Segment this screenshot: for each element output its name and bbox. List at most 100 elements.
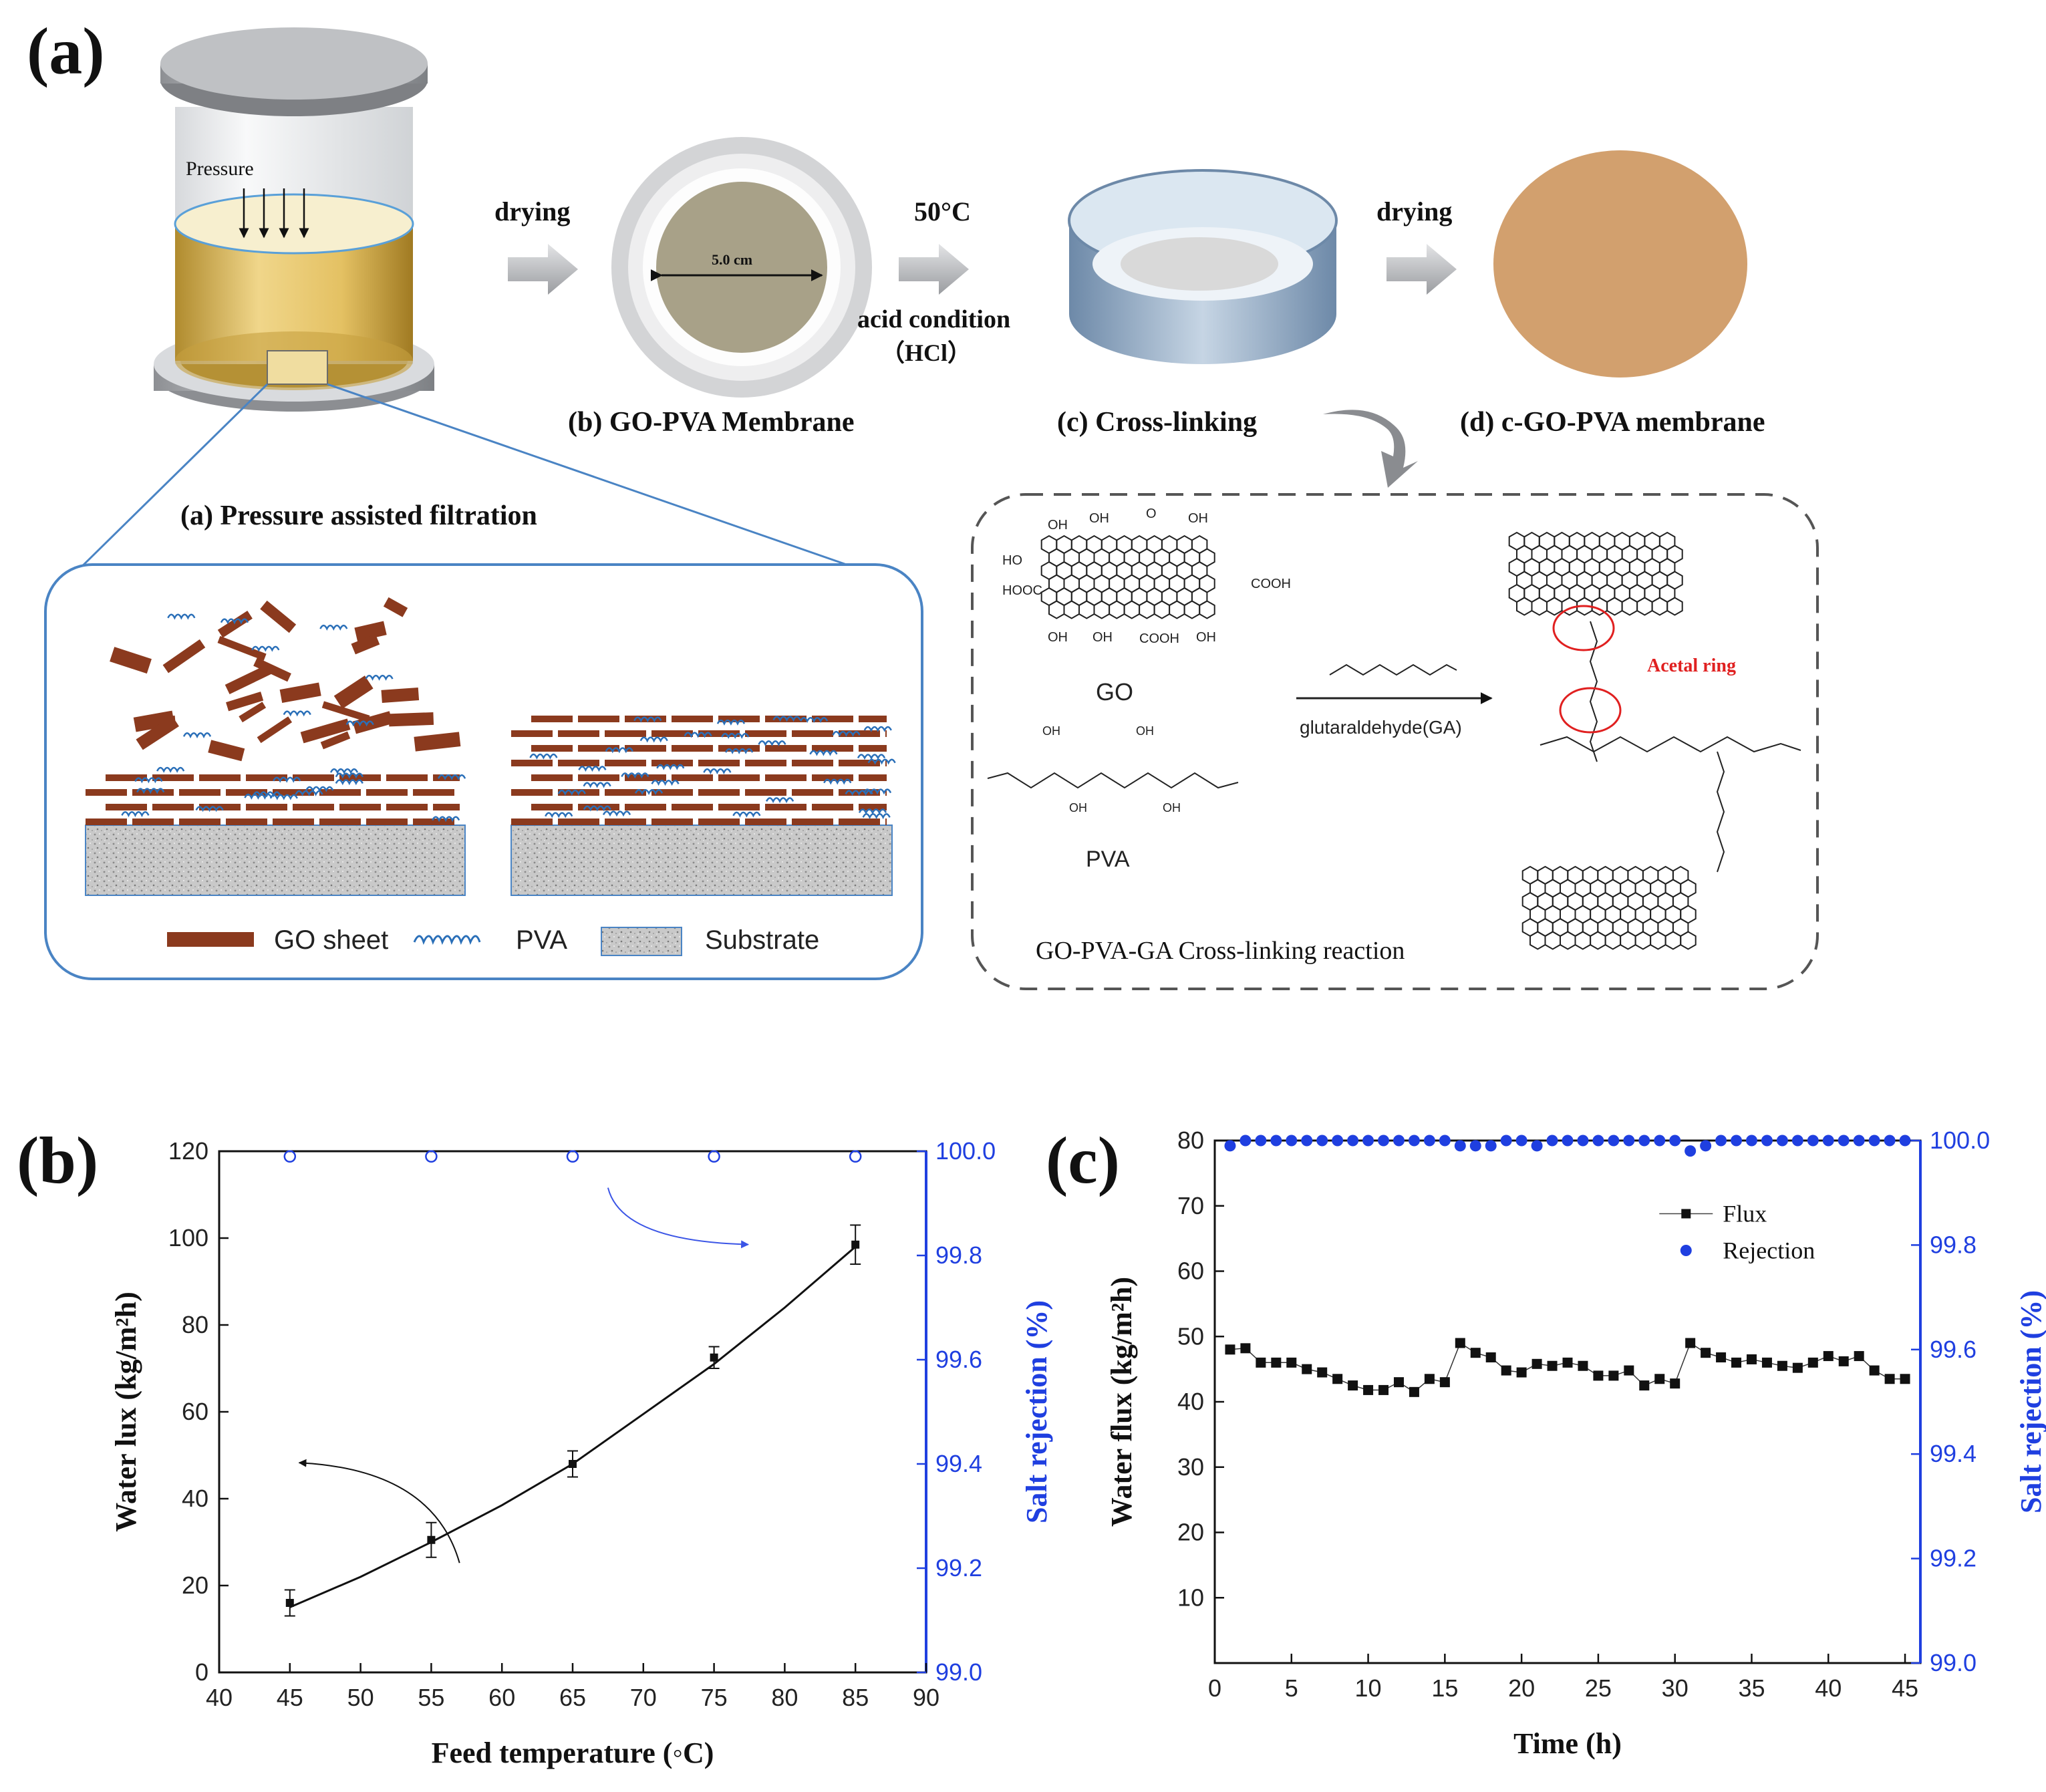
data-point-dot [1332,1135,1344,1147]
data-point-square [1317,1367,1328,1378]
x-tick-label: 25 [1585,1674,1612,1702]
data-point-square [1777,1360,1787,1371]
process-arrow-2 [899,244,969,295]
go-pva-membrane: 5.0 cm [611,137,872,398]
y-tick-label: 40 [1177,1388,1204,1415]
ga-linker-bottom [1716,751,1725,873]
svg-text:OH: OH [1163,801,1181,814]
label-drying-2: drying [1376,196,1452,227]
x-tick-label: 90 [913,1684,939,1711]
y-tick-label: 10 [1177,1584,1204,1611]
data-point-dot [1669,1135,1681,1147]
zoom-line-left [72,383,269,576]
legend-substrate-swatch [601,927,682,956]
data-point-square [1900,1374,1910,1384]
y-tick-label: 60 [1177,1257,1204,1285]
data-point-square [427,1535,436,1544]
ga-structure [1329,663,1457,676]
data-point-dot [1301,1135,1313,1147]
process-arrow-1 [508,244,578,295]
svg-text:OH: OH [1188,511,1208,526]
svg-text:HOOC: HOOC [1002,583,1042,598]
pressure-label: Pressure [186,158,254,180]
y2-axis-label: Salt rejection (%) [2015,1290,2046,1513]
label-acid-condition: acid condition [857,305,1010,333]
data-point-dot [1700,1140,1712,1152]
data-point-circle [849,1150,862,1163]
x-tick-label: 75 [701,1684,728,1711]
data-point-square [1302,1364,1312,1374]
data-point-square [285,1599,294,1607]
pressure-arrows [239,188,309,239]
y-tick-label: 120 [168,1137,208,1165]
data-point-square [1240,1343,1251,1354]
panel-c-letter: (c) [1046,1123,1120,1197]
data-point-dot [1745,1135,1757,1147]
x-tick-label: 5 [1285,1674,1298,1702]
data-point-dot [1731,1135,1743,1147]
x-tick-label: 80 [771,1684,798,1711]
y-axis-label: Water flux (kg/m²h) [1105,1277,1138,1527]
y2-tick-label: 99.8 [935,1241,982,1269]
data-point-square [1869,1365,1880,1376]
legend-label-flux: Flux [1723,1200,1767,1227]
y-tick-label: 0 [195,1658,208,1686]
data-point-dot [1608,1135,1620,1147]
data-point-square [1685,1338,1696,1348]
y-tick-label: 50 [1177,1322,1204,1350]
data-point-square [1501,1365,1511,1376]
reaction-title: GO-PVA-GA Cross-linking reaction [1036,937,1405,965]
data-point-circle [708,1150,720,1163]
go-group-labels: OH OH O OH HOOC COOH OH OH COOH OH HO [1002,506,1291,646]
data-point-square [1470,1348,1481,1358]
data-point-square [1256,1357,1266,1368]
data-point-dot [1853,1135,1865,1147]
x-axis-label: Feed temperature (◦C) [432,1737,714,1769]
pva-chain-product [1540,736,1801,753]
data-point-square [1271,1357,1282,1368]
data-point-square [1348,1380,1358,1391]
data-point-dot [1239,1135,1252,1147]
data-point-square [1378,1384,1389,1395]
y2-axis-label: Salt rejection (%) [1020,1300,1053,1523]
y-tick-label: 70 [1177,1192,1204,1219]
pva-oh-labels: OH OH OH OH [1042,724,1181,814]
data-point-dot [1286,1135,1298,1147]
caption-c-go-pva-membrane: (d) c-GO-PVA membrane [1460,407,1765,438]
zoom-line-right [327,383,876,576]
data-point-dot [1393,1135,1405,1147]
pva-structure [987,772,1239,789]
data-point-dot [1408,1135,1420,1147]
svg-text:OH: OH [1136,724,1154,738]
x-tick-label: 10 [1355,1674,1382,1702]
data-point-dot [1515,1135,1527,1147]
data-point-square [710,1353,718,1362]
plot-frame [218,1150,927,1674]
data-point-square [1409,1386,1419,1397]
data-point-square [1654,1374,1665,1384]
data-point-dot [1531,1140,1543,1152]
data-point-square [1761,1357,1772,1368]
data-point-square [1439,1377,1450,1388]
label-drying-1: drying [494,196,570,227]
data-point-dot [1592,1135,1604,1147]
y-tick-label: 40 [182,1485,208,1512]
y2-tick-label: 99.6 [1930,1336,1977,1363]
y-tick-label: 80 [182,1311,208,1338]
acetal-ring-label: Acetal ring [1647,655,1736,676]
data-point-dot [1454,1140,1466,1152]
svg-text:COOH: COOH [1139,631,1179,646]
reaction-box [971,493,1819,990]
inset-legend: GO sheet PVA Substrate [167,925,819,956]
data-point-circle [425,1150,438,1163]
reaction-reagent-label: glutaraldehyde(GA) [1300,717,1462,738]
data-point-square [1792,1362,1803,1373]
go-structure-top-right [1508,531,1683,616]
y-tick-label: 60 [182,1398,208,1425]
data-point-square [1455,1338,1465,1348]
x-tick-label: 20 [1508,1674,1535,1702]
data-point-square [1593,1370,1604,1381]
y2-tick-label: 100.0 [1930,1127,1990,1154]
